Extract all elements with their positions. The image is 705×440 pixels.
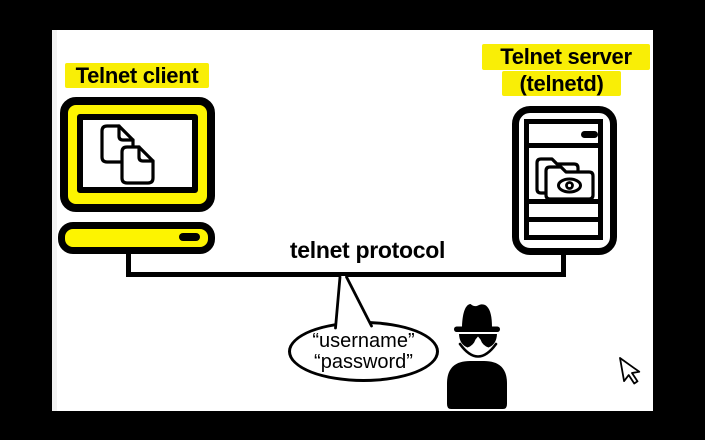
computer-base [58,222,215,254]
spy-icon [447,304,507,409]
client-link-line [126,252,131,275]
tower-power-dash [581,131,598,138]
client-label: Telnet client [75,62,199,88]
bubble-line1: “username” [312,329,415,352]
server-label-highlight-2: (telnetd) [502,71,621,96]
speech-bubble-tail [334,275,373,331]
protocol-line [126,272,566,277]
mouse-pointer-icon [619,357,641,385]
server-link-line [561,251,566,275]
tower-divider [527,199,600,204]
spy-glasses [459,334,497,348]
spy-hat-crown [462,304,492,327]
base-power-dash [179,233,200,241]
client-label-highlight: Telnet client [65,63,209,88]
spy-chin [458,342,498,358]
server-label-line1: Telnet server [500,44,632,69]
bubble-line2: “password” [314,350,413,373]
spy-body [447,361,507,409]
speech-bubble-text: “username” “password” [288,324,439,379]
spy-hat-brim [454,326,500,332]
folder-eye-icon [535,157,595,201]
copy-documents-icon [100,124,155,185]
tower-divider [527,217,600,222]
server-label-line2: (telnetd) [519,70,604,96]
server-label-highlight-1: Telnet server [482,44,650,70]
protocol-label: telnet protocol [289,237,446,263]
tower-divider [527,143,600,148]
